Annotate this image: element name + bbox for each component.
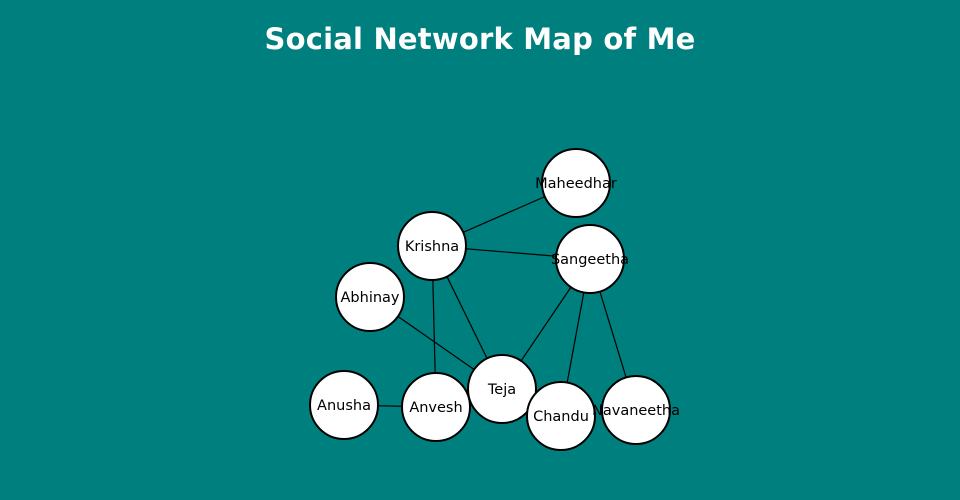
node-circle-maheedhar	[541, 148, 611, 218]
node-label-teja: Teja	[487, 382, 516, 398]
node-circle-anvesh	[401, 372, 471, 442]
node-circle-navaneetha	[601, 375, 671, 445]
node-label-anvesh: Anvesh	[409, 400, 462, 416]
node-circle-abhinay	[335, 262, 405, 332]
node-maheedhar[interactable]: Maheedhar	[535, 148, 617, 218]
node-circle-teja	[467, 354, 537, 424]
node-circle-chandu	[526, 381, 596, 451]
node-krishna[interactable]: Krishna	[397, 211, 467, 281]
node-anvesh[interactable]: Anvesh	[401, 372, 471, 442]
nodes-layer: MaheedharKrishnaSangeethaAbhinayTejaAnus…	[309, 148, 680, 451]
node-label-navaneetha: Navaneetha	[592, 403, 680, 419]
node-sangeetha[interactable]: Sangeetha	[551, 224, 629, 294]
node-chandu[interactable]: Chandu	[526, 381, 596, 451]
node-circle-anusha	[309, 370, 379, 440]
page-title: Social Network Map of Me	[264, 22, 696, 56]
node-label-krishna: Krishna	[405, 239, 459, 255]
node-anusha[interactable]: Anusha	[309, 370, 379, 440]
node-label-sangeetha: Sangeetha	[551, 252, 629, 268]
node-label-abhinay: Abhinay	[341, 290, 400, 306]
node-navaneetha[interactable]: Navaneetha	[592, 375, 680, 445]
node-label-anusha: Anusha	[317, 398, 371, 414]
node-label-chandu: Chandu	[533, 409, 589, 425]
node-circle-sangeetha	[555, 224, 625, 294]
node-abhinay[interactable]: Abhinay	[335, 262, 405, 332]
node-teja[interactable]: Teja	[467, 354, 537, 424]
node-label-maheedhar: Maheedhar	[535, 176, 617, 192]
node-circle-krishna	[397, 211, 467, 281]
